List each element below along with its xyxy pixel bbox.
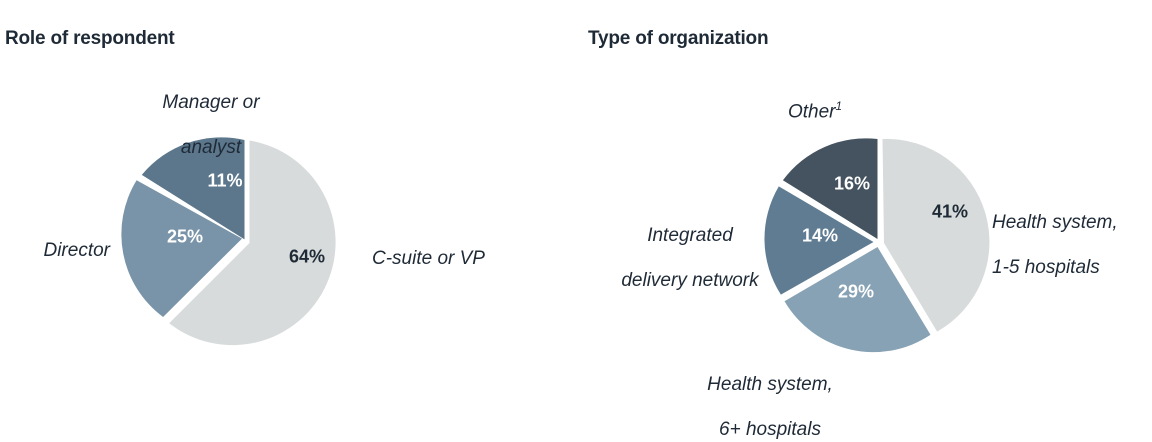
- pie-value-integrated-delivery-network: 14%: [801, 225, 839, 246]
- pie-chart-type-of-organization: [764, 138, 990, 353]
- pie-label-health-system-6-plus-hospitals: Health system, 6+ hospitals: [670, 352, 870, 442]
- chart-panel-type-of-organization: Type of organization Other1 Integrated d…: [580, 0, 1152, 440]
- pie-label-other-footnote: 1: [835, 100, 843, 113]
- pie-slice-other[interactable]: [782, 138, 878, 239]
- pie-label-idn-line1: Integrated: [647, 225, 733, 247]
- pie-value-health-system-1-5-hospitals: 41%: [931, 201, 969, 222]
- pie-label-integrated-delivery-network: Integrated delivery network: [590, 203, 790, 293]
- pie-label-hs15-line2: 1-5 hospitals: [992, 257, 1100, 279]
- pie-slices-org: [764, 138, 990, 353]
- pie-value-director: 25%: [166, 226, 204, 247]
- pie-value-health-system-6-plus-hospitals: 29%: [837, 281, 875, 302]
- pie-label-hs6-line2: 6+ hospitals: [719, 419, 821, 441]
- pie-value-manager-or-analyst: 11%: [207, 170, 243, 191]
- chart-panel-role-of-respondent: Role of respondent Manager or analyst Di…: [0, 0, 580, 423]
- pie-label-manager-line2: analyst: [180, 137, 242, 159]
- pie-slice-manager-or-analyst[interactable]: [141, 137, 245, 240]
- pie-slice-integrated-delivery-network[interactable]: [764, 186, 874, 295]
- pie-label-idn-line2: delivery network: [621, 270, 759, 292]
- pie-label-manager-line1: Manager or: [162, 92, 260, 114]
- pie-slice-c-suite-or-vp[interactable]: [169, 140, 336, 346]
- pie-slice-director[interactable]: [121, 180, 242, 317]
- chart-title-role-of-respondent: Role of respondent: [5, 28, 175, 49]
- pie-label-other: Other1: [760, 100, 870, 124]
- pie-slice-health-system-1-5-hospitals[interactable]: [882, 138, 990, 332]
- pie-chart-role-of-respondent: [121, 137, 336, 346]
- pie-label-director: Director: [43, 240, 110, 261]
- pie-slices-role: [121, 137, 336, 346]
- pie-value-c-suite-or-vp: 64%: [288, 246, 326, 267]
- pie-slice-health-system-6-plus-hospitals[interactable]: [784, 247, 931, 353]
- pie-label-health-system-1-5-hospitals: Health system, 1-5 hospitals: [992, 190, 1152, 280]
- pie-label-manager-or-analyst: Manager or analyst: [136, 70, 286, 160]
- pie-label-hs15-line1: Health system,: [992, 212, 1118, 234]
- chart-title-type-of-organization: Type of organization: [588, 28, 769, 49]
- pie-label-c-suite-or-vp: C-suite or VP: [372, 248, 485, 269]
- pie-label-hs6-line1: Health system,: [707, 374, 833, 396]
- pie-label-other-text: Other: [787, 101, 836, 123]
- pie-value-other: 16%: [833, 173, 871, 194]
